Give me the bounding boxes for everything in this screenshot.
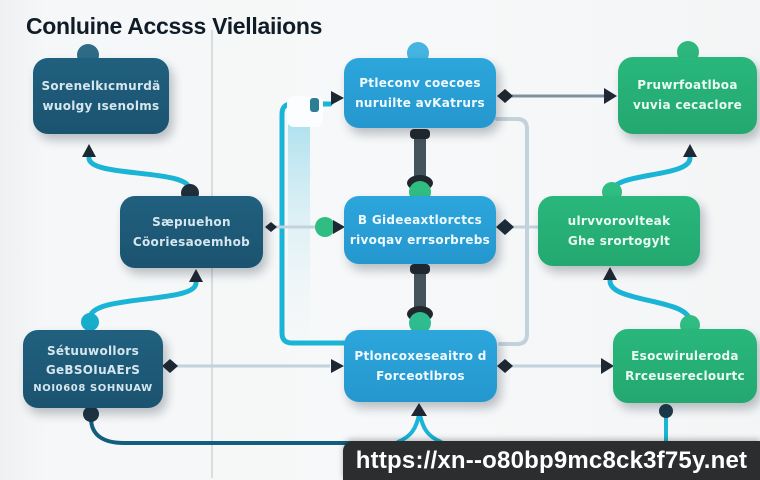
connector-center-top-dumbbell [407,129,433,203]
arrowhead-icon [603,267,617,280]
node-bottom-right: Esocwiruleroda Rrceusereclourtc [613,329,757,403]
connector-left-top [82,144,193,193]
node-bottom-left: Sétuuwollors GeBSOIuAErS NOI0608 SOHNUAW [23,330,163,408]
arrowhead-icon [331,359,344,373]
diamond-icon [497,359,513,373]
dark-dot-icon [659,404,673,418]
connector-mid-row-left [265,217,345,237]
node-top-right: Pruwrfoatlboa vuvia cecaclore [618,57,757,134]
node-top-left: Sorenelkıcmurdä wuolgy ısenolms [33,58,169,134]
node-bump-icon [81,313,99,331]
node-text: Sétuuwollors [46,343,140,358]
node-text: Cöoriesaoemhob [132,234,251,249]
green-dot-icon [409,312,431,334]
arrowhead-icon [601,358,614,374]
node-text: Rrceusereclourtc [625,368,745,383]
node-text: B Gideeaxtlorctcs [357,212,483,227]
node-text: Forceotlbros [376,368,465,383]
diamond-icon [162,359,178,373]
connector-bottom-right-stub [659,404,673,446]
node-text: Sæpıuehon [152,214,231,229]
node-text: Sorenelkıcmurdä [41,78,161,93]
gradient-bar [287,96,323,340]
arrowhead-icon [82,144,96,157]
diamond-icon [265,222,277,232]
green-dot-icon [315,217,335,237]
connector-left-bottom [87,269,203,321]
connector-bottom-sweep [83,403,760,445]
node-mid-left: Sæpıuehon Cöoriesaoemhob [120,196,263,268]
connector-right-loop [495,117,529,346]
diamond-icon [496,219,514,235]
diamond-icon [497,89,513,103]
connector-mid-row-right [496,219,540,235]
arrowhead-icon [604,88,617,104]
connector-bottom-row-right [497,358,614,374]
arrowhead-icon [189,269,203,282]
connector-bottom-row-left [162,359,344,373]
arrowhead-icon [331,91,344,105]
node-top-center: Ptleconv coecoes nuruilte avKatrurs [344,58,496,128]
node-text: vuvia cecaclore [632,98,743,112]
arrowhead-icon [333,220,345,234]
url-bar: https://xn--o80bp9mc8ck3f75y.net [343,441,760,480]
arrowhead-icon [683,144,697,157]
arrowhead-icon [411,403,427,416]
node-text: ulrvvorovlteak [567,213,671,228]
node-text: Pruwrfoatlboa [637,78,738,93]
node-text: Esocwiruleroda [631,348,739,363]
node-mid-right: ulrvvorovlteak Ghe srortogylt [538,196,700,266]
connector-top-row [497,88,617,104]
dark-dot-icon [83,406,99,422]
node-text: Ptloncoxeseaitro d [354,348,487,363]
node-text: wuolgy ısenolms [42,98,160,113]
node-mid-center: B Gideeaxtlorctcs rivoqav errsorbrebs [344,196,496,264]
node-text: Ghe srortogylt [567,233,671,248]
connector-right-bottom [603,267,693,325]
node-text: GeBSOIuAErS [45,363,141,378]
page-title: Conluine Accsss Viellaiions [26,13,323,39]
node-text: nuruilte avKatrurs [355,95,485,110]
node-bottom-center: Ptloncoxeseaitro d Forceotlbros [344,330,497,402]
node-text: NOI0608 SOHNUAW [33,382,153,394]
node-text: rivoqav errsorbrebs [349,232,491,247]
connector-right-top [609,144,697,195]
url-text: https://xn--o80bp9mc8ck3f75y.net [355,446,748,474]
connector-center-bottom-dumbbell [407,264,433,334]
node-text: Ptleconv coecoes [359,75,481,90]
